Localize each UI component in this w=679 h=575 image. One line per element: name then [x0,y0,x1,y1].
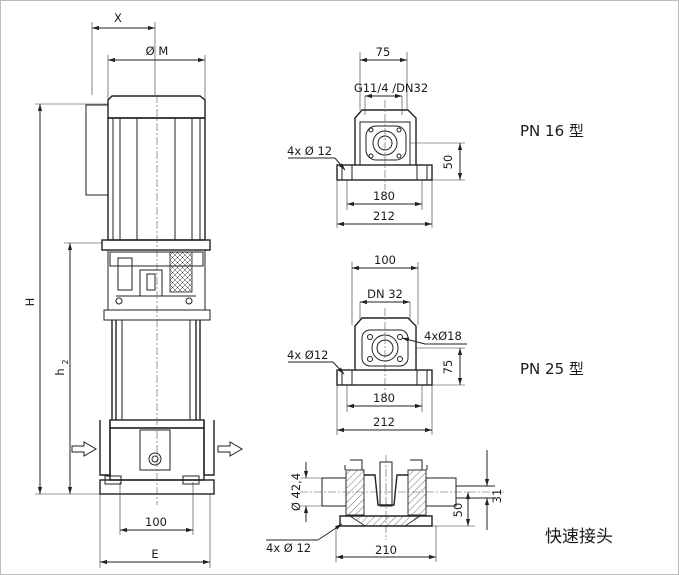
coupling-dim-31: 31 [490,489,504,504]
pn16-dim-height: 50 [441,155,455,170]
coupling-view: Ø 42,4 31 50 4x Ø 12 210 快速接头 [266,450,613,562]
pump-front-view: X Ø M H h 2 100 E [23,11,243,568]
dim-e: E [151,547,158,561]
pn25-dim-outer: 212 [373,415,395,429]
pn25-label: PN 25 型 [520,360,584,378]
pn16-thread: G11/4 /DN32 [354,81,428,95]
pn25-dim-top: 100 [374,253,396,267]
coupling-dim-width: 210 [375,543,397,557]
coupling-holes: 4x Ø 12 [266,541,311,555]
pn25-bolts: 4xØ18 [424,329,462,343]
pn25-view: 100 DN 32 4xØ18 4x Ø12 75 180 212 PN 25 … [287,253,584,435]
pn16-dim-inner: 180 [373,189,395,203]
pn16-dim-outer: 212 [373,209,395,223]
pn25-flange: DN 32 [367,287,403,301]
dim-m: Ø M [146,44,169,58]
pn16-holes: 4x Ø 12 [287,144,332,158]
dim-h2-sub: 2 [61,359,70,364]
dim-x: X [114,11,122,25]
pn16-view: 75 G11/4 /DN32 4x Ø 12 50 180 212 PN 16 … [287,45,584,228]
dim-h2: h [53,368,67,375]
pn25-dim-height: 75 [441,360,455,375]
pn25-dim-inner: 180 [373,391,395,405]
pn25-holes: 4x Ø12 [287,348,328,362]
coupling-dim-dia: Ø 42,4 [289,473,303,511]
pn16-dim-top: 75 [376,45,391,59]
coupling-label: 快速接头 [545,527,613,547]
dim-h: H [23,298,37,307]
coupling-dim-50: 50 [451,503,465,518]
dim-base-width: 100 [145,515,167,529]
pn16-label: PN 16 型 [520,122,584,140]
